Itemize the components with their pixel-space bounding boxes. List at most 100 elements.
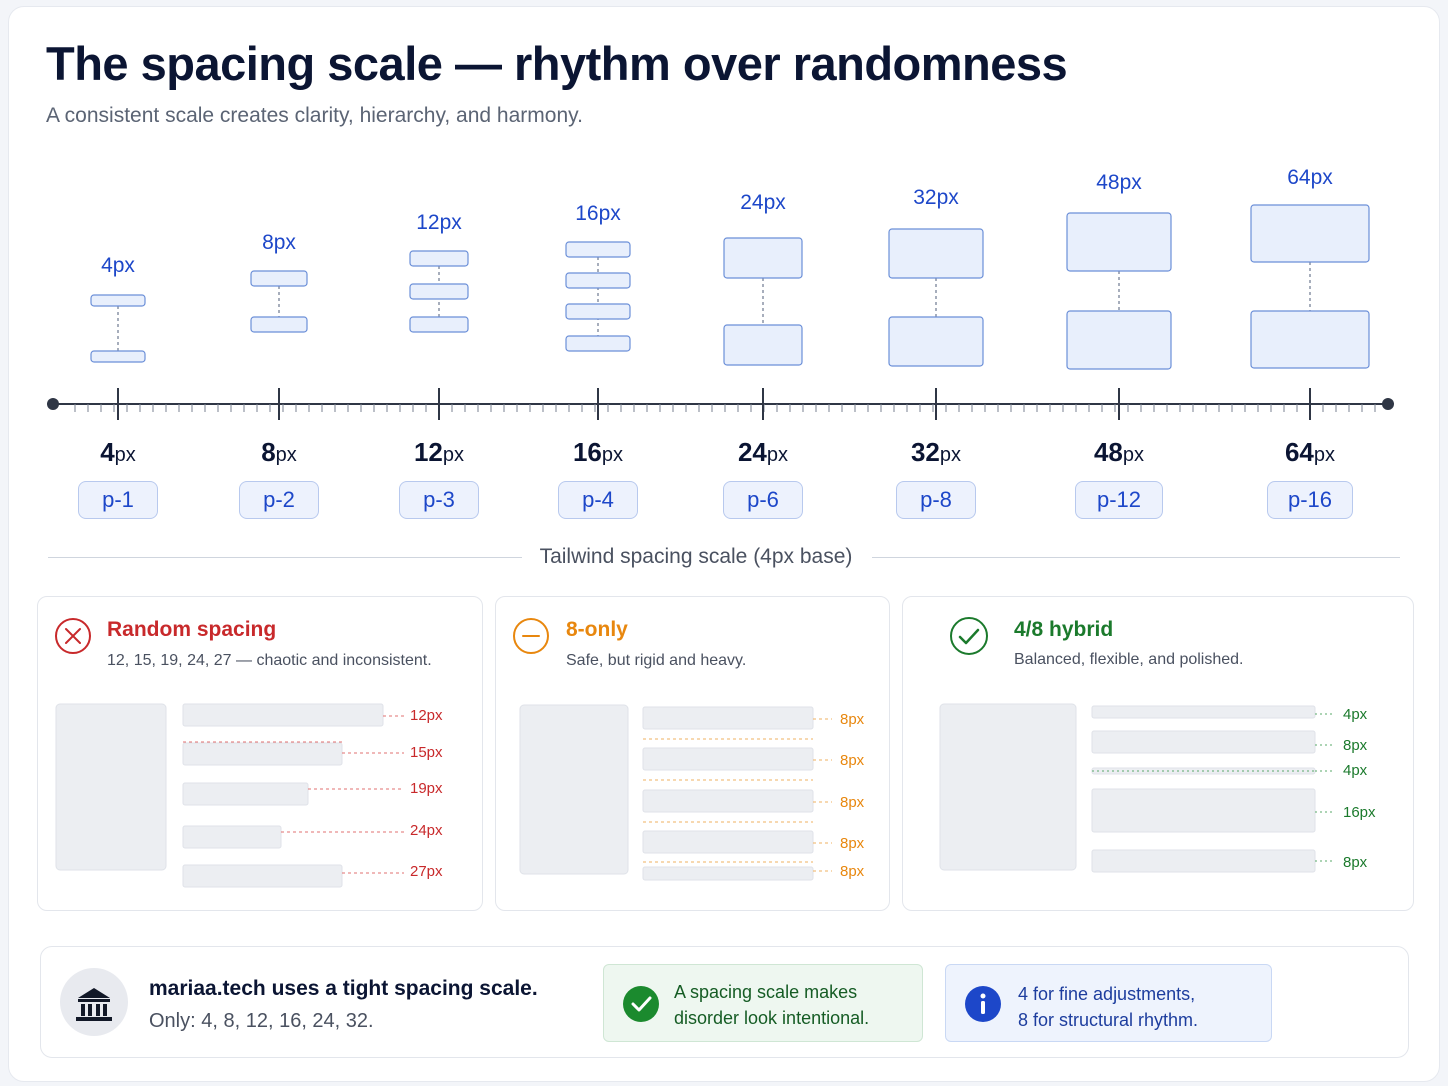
step-value-label: 24px [738, 437, 788, 467]
step-value-label: 32px [911, 437, 961, 467]
spacing-block [90, 294, 146, 307]
step-top-label: 12px [416, 211, 462, 234]
check-circle-filled-icon [623, 986, 659, 1022]
spacing-block [888, 228, 984, 279]
step-value-label: 8px [261, 437, 297, 467]
callout-line: disorder look intentional. [674, 1008, 870, 1028]
panel-4-8-hybrid: 4/8 hybrid Balanced, flexible, and polis… [902, 596, 1414, 911]
spacing-label: 8px [840, 863, 865, 880]
spacing-block [1066, 212, 1172, 272]
spacing-block [1250, 310, 1370, 369]
spacing-label: 4px [1343, 706, 1368, 723]
axis-end-dot [1382, 398, 1394, 410]
step-top-label: 48px [1096, 171, 1142, 194]
step-value: 4 [100, 437, 115, 467]
caption-rule-left [47, 556, 522, 558]
spacing-label: 12px [410, 707, 443, 724]
spacing-block [90, 350, 146, 363]
scale-caption: Tailwind spacing scale (4px base) [0, 545, 1448, 569]
summary-headline: mariaa.tech uses a tight spacing scale. [149, 977, 538, 1000]
step-top-label: 24px [740, 191, 786, 214]
spacing-block [565, 272, 631, 289]
8-only-illustration [519, 704, 832, 881]
page-subtitle: A consistent scale creates clarity, hier… [46, 104, 583, 127]
bank-icon [60, 968, 128, 1036]
step-top-label: 8px [262, 231, 296, 254]
spacing-block [1066, 310, 1172, 370]
minus-circle-icon [513, 618, 549, 654]
step-value: 16 [573, 437, 602, 467]
spacing-label: 24px [410, 822, 443, 839]
step-unit: px [115, 444, 136, 466]
spacing-label: 4px [1343, 762, 1368, 779]
spacing-block [888, 316, 984, 367]
spacing-block [250, 270, 308, 287]
step-unit: px [276, 444, 297, 466]
spacing-block [723, 324, 803, 366]
step-value: 64 [1285, 437, 1314, 467]
x-circle-icon [55, 618, 91, 654]
scale-caption-text: Tailwind spacing scale (4px base) [539, 545, 853, 568]
panel-description: Safe, but rigid and heavy. [566, 652, 747, 669]
spacing-label: 8px [840, 794, 865, 811]
spacing-block [250, 316, 308, 333]
panel-title: 8-only [566, 618, 628, 641]
step-top-label: 4px [101, 254, 135, 277]
step-unit: px [443, 444, 464, 466]
class-pill: p-12 [1075, 481, 1163, 519]
hybrid-illustration [939, 703, 1335, 873]
spacing-block [565, 303, 631, 320]
spacing-label: 8px [840, 752, 865, 769]
callout-line: 4 for fine adjustments, [1018, 984, 1196, 1004]
class-pill: p-2 [239, 481, 319, 519]
step-unit: px [767, 444, 788, 466]
spacing-label: 16px [1343, 804, 1376, 821]
spacing-block [723, 237, 803, 279]
step-unit: px [1123, 444, 1144, 466]
axis-start-dot [47, 398, 59, 410]
check-circle-icon [950, 617, 988, 655]
step-value: 8 [261, 437, 275, 467]
callout-intentional: A spacing scale makes disorder look inte… [603, 964, 923, 1042]
panel-description: 12, 15, 19, 24, 27 — chaotic and inconsi… [107, 652, 432, 669]
panel-description: Balanced, flexible, and polished. [1014, 651, 1244, 668]
callout-tip: 4 for fine adjustments, 8 for structural… [945, 964, 1272, 1042]
panel-8-only: 8-only Safe, but rigid and heavy. 8px 8p… [495, 596, 890, 911]
step-value: 12 [414, 437, 443, 467]
class-pill: p-1 [78, 481, 158, 519]
spacing-scale-diagram: 4px4px8px8px12px12px16px16px24px24px32px… [47, 166, 1394, 467]
step-unit: px [940, 444, 961, 466]
class-pill: p-16 [1267, 481, 1353, 519]
caption-rule-right [872, 556, 1401, 558]
spacing-block [409, 283, 469, 300]
step-unit: px [1314, 444, 1335, 466]
class-pill: p-6 [723, 481, 803, 519]
info-icon [965, 986, 1001, 1022]
spacing-label: 15px [410, 744, 443, 761]
step-value-label: 64px [1285, 437, 1335, 467]
spacing-block [565, 335, 631, 352]
page-title: The spacing scale — rhythm over randomne… [46, 37, 1068, 90]
spacing-label: 19px [410, 780, 443, 797]
step-value: 24 [738, 437, 767, 467]
step-top-label: 64px [1287, 166, 1333, 189]
step-value-label: 4px [100, 437, 136, 467]
class-pill: p-3 [399, 481, 479, 519]
class-pill: p-4 [558, 481, 638, 519]
spacing-block [1250, 204, 1370, 263]
step-top-label: 16px [575, 202, 621, 225]
spacing-label: 8px [840, 711, 865, 728]
panel-title: Random spacing [107, 618, 277, 641]
spacing-block [409, 250, 469, 267]
step-value-label: 12px [414, 437, 464, 467]
spacing-label: 8px [1343, 737, 1368, 754]
spacing-label: 8px [1343, 854, 1368, 871]
step-unit: px [602, 444, 623, 466]
step-value-label: 48px [1094, 437, 1144, 467]
step-value-label: 16px [573, 437, 623, 467]
summary-detail: Only: 4, 8, 12, 16, 24, 32. [149, 1010, 374, 1032]
panel-random-spacing: Random spacing 12, 15, 19, 24, 27 — chao… [37, 596, 483, 911]
step-value: 32 [911, 437, 940, 467]
step-value: 48 [1094, 437, 1123, 467]
spacing-label: 27px [410, 863, 443, 880]
